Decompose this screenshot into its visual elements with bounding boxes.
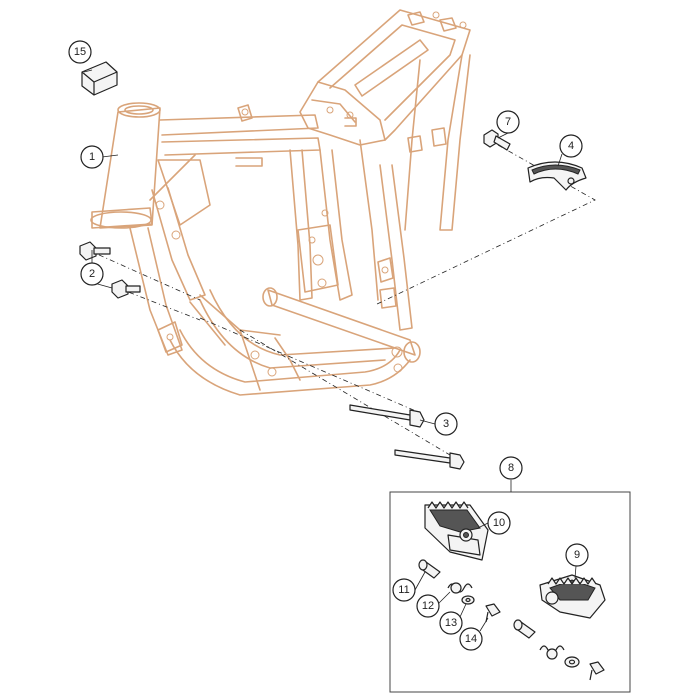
callout-label: 10 [493, 517, 505, 529]
callout-label: 12 [422, 600, 434, 612]
leader-lines [83, 69, 577, 632]
part-10-footpeg-right [424, 501, 489, 561]
part-3-long-bolts [349, 404, 465, 470]
callout-10: 10 [487, 511, 511, 535]
part-12-spring [447, 582, 565, 660]
callout-4: 4 [559, 134, 583, 158]
callout-2: 2 [80, 262, 104, 286]
callout-15: 15 [68, 40, 92, 64]
callout-label: 8 [508, 462, 514, 474]
callout-11: 11 [392, 578, 416, 602]
callout-3: 3 [434, 412, 458, 436]
part-14-cotter-pin [485, 603, 605, 681]
callout-label: 1 [89, 151, 95, 163]
callout-label: 15 [74, 46, 86, 58]
footpeg-kit-box [389, 491, 631, 693]
callout-7: 7 [496, 110, 520, 134]
callout-9: 9 [565, 543, 589, 567]
part-15-rubber-block [81, 61, 118, 96]
callout-label: 11 [398, 584, 409, 596]
callout-13: 13 [439, 611, 463, 635]
callout-label: 9 [574, 549, 580, 561]
callout-label: 4 [568, 140, 574, 152]
callout-1: 1 [80, 145, 104, 169]
assembly-lines [87, 144, 596, 459]
callout-12: 12 [416, 594, 440, 618]
callout-label: 14 [465, 633, 477, 645]
callout-14: 14 [459, 627, 483, 651]
callout-label: 3 [443, 418, 449, 430]
callout-8: 8 [499, 456, 523, 480]
part-7-bolt [483, 129, 511, 151]
callout-label: 2 [89, 268, 95, 280]
callout-label: 13 [445, 617, 457, 629]
part-13-washer [461, 595, 580, 668]
callout-label: 7 [505, 116, 511, 128]
part-4-chain-guide [527, 161, 587, 191]
part-11-pin [418, 559, 536, 639]
motorcycle-frame [90, 9, 471, 396]
part-9-footpeg-left [539, 574, 606, 619]
